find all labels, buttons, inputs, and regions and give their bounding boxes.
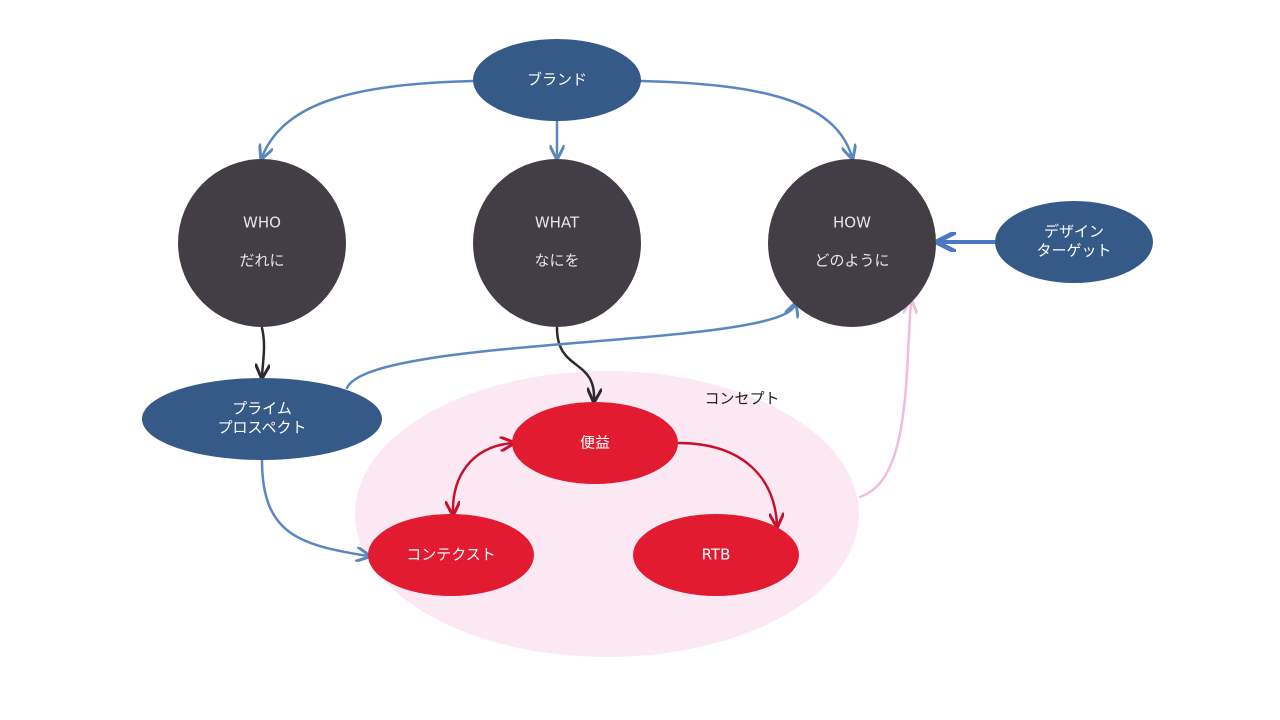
node-design-target-line2: ターゲット [1036,242,1111,260]
edge-what-to-benefit [555,326,594,400]
node-rtb: RTB [633,514,799,596]
node-design-target-line1: デザイン [1044,223,1104,241]
node-who: WHO だれに [178,159,346,327]
edge-brand-to-who [262,79,475,157]
node-how-en: HOW [833,214,871,232]
node-benefit: 便益 [512,402,678,484]
node-what-ja: なにを [534,252,579,270]
node-how: HOW どのように [768,159,936,327]
edge-who-to-prime [262,326,264,376]
node-prime-prospect-line1: プライム [232,400,292,418]
node-context: コンテクスト [368,514,534,596]
edge-concept-to-how [858,302,911,499]
node-prime-prospect-line2: プロスペクト [218,419,307,437]
node-what-en: WHAT [535,214,580,232]
node-rtb-label: RTB [702,546,731,564]
concept-label: コンセプト [704,390,779,408]
node-context-label: コンテクスト [406,546,496,564]
node-brand: ブランド [473,39,641,121]
node-design-target: デザイン ターゲット [995,201,1153,283]
edge-benefit-context [453,443,512,513]
node-who-ja: だれに [239,252,284,270]
edge-prime-to-how [345,305,795,390]
node-brand-label: ブランド [527,71,587,89]
node-prime-prospect: プライム プロスペクト [142,378,382,460]
edge-benefit-to-rtb [676,441,777,525]
node-what: WHAT なにを [473,159,641,327]
node-benefit-label: 便益 [580,434,610,452]
node-who-en: WHO [243,214,281,232]
edge-brand-to-how [639,79,852,157]
edge-prime-to-context [260,458,368,556]
node-how-ja: どのように [814,252,889,270]
